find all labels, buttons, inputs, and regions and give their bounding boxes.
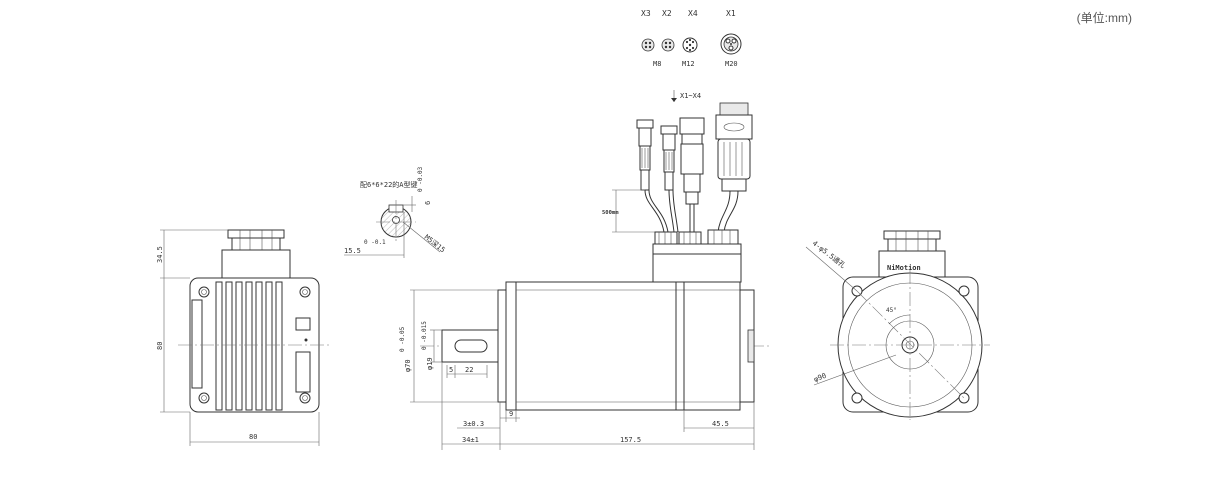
connector-label-x3: X3 bbox=[641, 9, 651, 18]
shaft-diameter: φ19 bbox=[426, 357, 434, 370]
flange-thickness-dim: 9 bbox=[509, 410, 513, 418]
key-width: 6 bbox=[424, 201, 432, 205]
cable-length-dim: 500mm bbox=[602, 210, 619, 216]
key-depth-dim: 15.5 bbox=[344, 247, 361, 255]
angle-dim: 45° bbox=[886, 307, 897, 314]
connector-size-m8: M8 bbox=[653, 60, 661, 68]
pilot-diameter: φ70 bbox=[404, 359, 412, 372]
key-length-dim: 22 bbox=[465, 366, 473, 374]
shaft-section: 配6*6*22的A型键 6 0 -0.03 M5深15 15.5 0 -0.1 bbox=[344, 166, 447, 258]
connector-label-x1: X1 bbox=[726, 9, 736, 18]
front-side-dim: 80 bbox=[156, 342, 164, 350]
side-view: φ70 0 -0.05 φ19 0 -0.015 5 22 9 3±0.3 34… bbox=[399, 253, 770, 450]
shaft-tolerance: 0 -0.015 bbox=[421, 321, 428, 350]
unit-note: (单位:mm) bbox=[1076, 11, 1132, 25]
connector-face-x1-icon bbox=[720, 33, 742, 55]
connector-face-x2-icon bbox=[661, 38, 675, 52]
cable-assembly: 500mm bbox=[602, 102, 753, 255]
key-offset-dim: 5 bbox=[449, 366, 453, 374]
pilot-tolerance: 0 -0.05 bbox=[399, 326, 406, 352]
connector-face-x4-icon bbox=[682, 37, 698, 53]
brand-label: NiMotion bbox=[887, 264, 921, 272]
front-height-dim: 34.5 bbox=[156, 246, 164, 263]
rear-view: NiMotion 45° 4-φ5.5通孔 φ90 bbox=[805, 230, 990, 420]
connector-label-x2: X2 bbox=[662, 9, 672, 18]
plug-x2-icon bbox=[660, 125, 678, 191]
connector-face-x3-icon bbox=[641, 38, 655, 52]
plug-x3-icon bbox=[636, 119, 654, 191]
plug-x1-icon bbox=[715, 102, 753, 192]
plug-x4-icon bbox=[679, 117, 705, 205]
front-view: 34.5 80 80 bbox=[156, 229, 330, 446]
key-depth-tol: 0 -0.1 bbox=[364, 239, 386, 246]
connector-callout: X1~X4 bbox=[680, 92, 701, 100]
body-length-dim: 157.5 bbox=[620, 436, 641, 444]
connector-callout-arrow-icon bbox=[671, 90, 677, 102]
front-width-dim: 80 bbox=[249, 433, 257, 441]
screw-note: M5深15 bbox=[423, 232, 447, 254]
connector-legend: X3 X2 X4 X1 bbox=[641, 9, 742, 102]
pcd-dim: φ90 bbox=[813, 372, 828, 384]
connector-size-m20: M20 bbox=[725, 60, 738, 68]
connector-label-x4: X4 bbox=[688, 9, 698, 18]
holes-note: 4-φ5.5通孔 bbox=[811, 238, 848, 269]
spigot-dim: 3±0.3 bbox=[463, 420, 484, 428]
key-note: 配6*6*22的A型键 bbox=[360, 180, 418, 189]
key-width-tol: 0 -0.03 bbox=[417, 166, 424, 192]
encoder-length-dim: 45.5 bbox=[712, 420, 729, 428]
connector-size-m12: M12 bbox=[682, 60, 695, 68]
pilot-tolerance-text: 0 -0.05 bbox=[399, 326, 406, 352]
shaft-length-dim: 34±1 bbox=[462, 436, 479, 444]
shaft-tolerance-text: 0 -0.015 bbox=[421, 321, 428, 350]
